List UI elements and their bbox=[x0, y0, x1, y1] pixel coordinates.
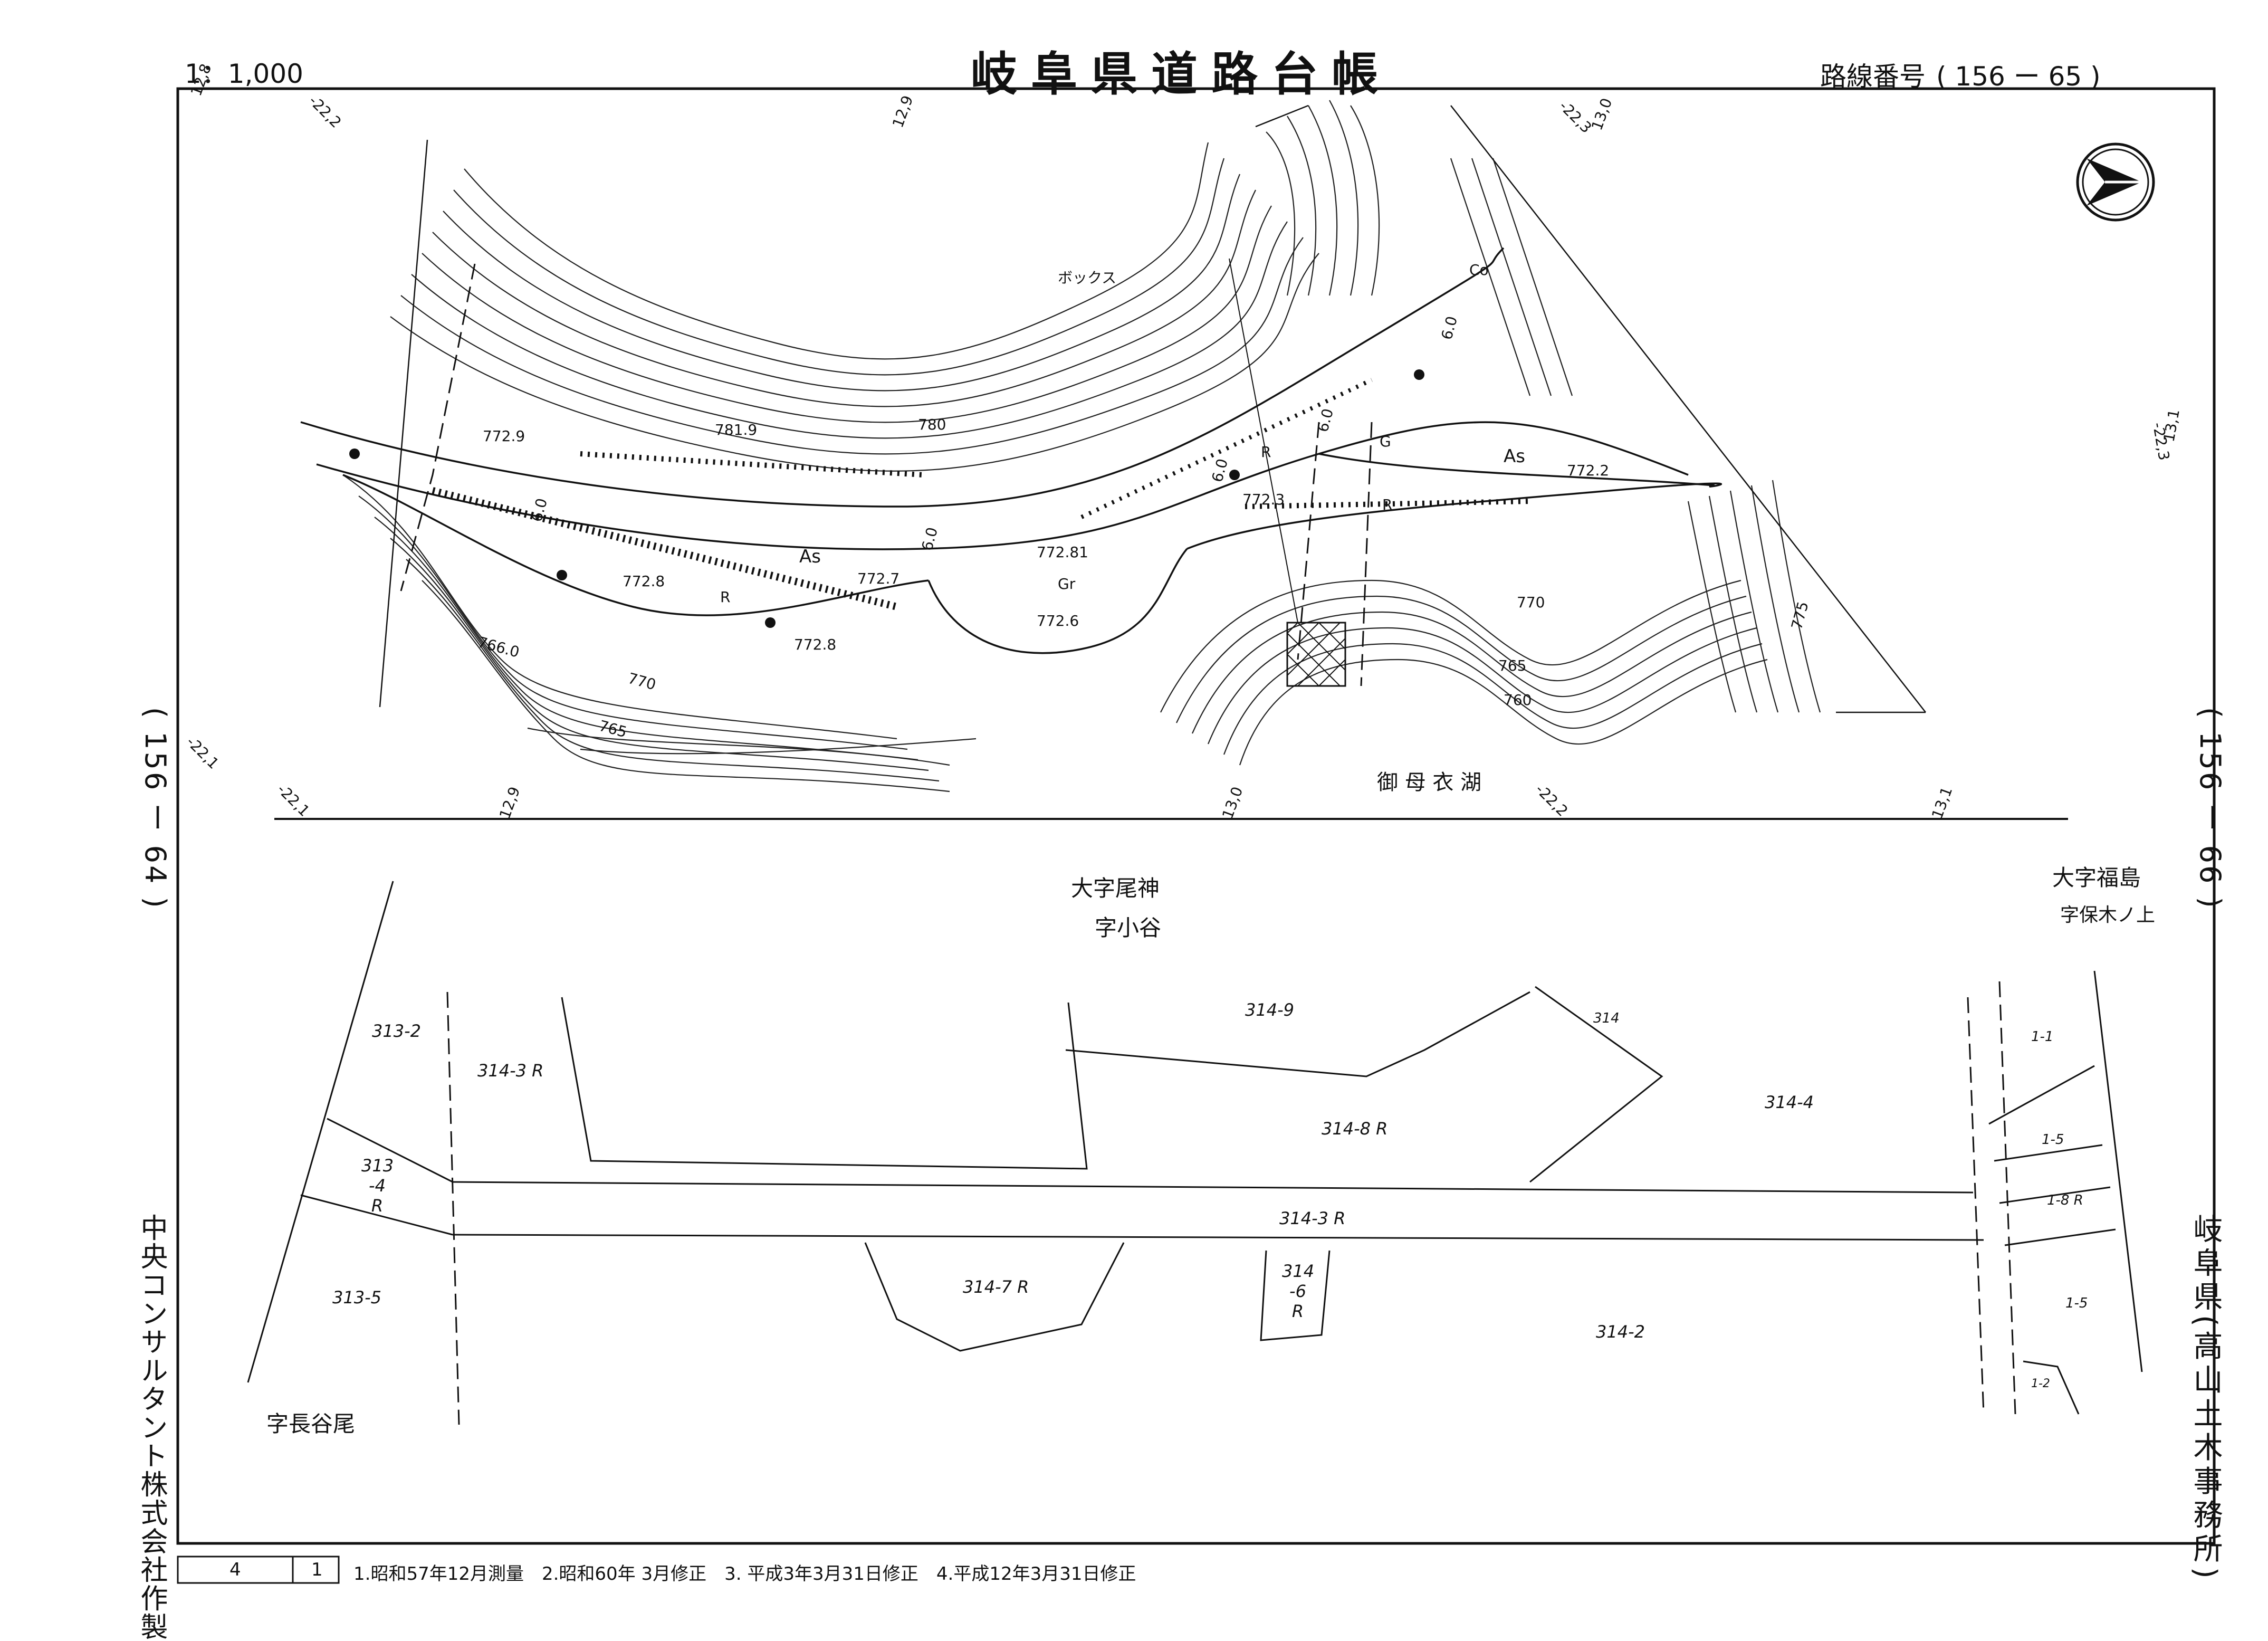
subdistrict-name: 字長谷尾 bbox=[266, 1411, 356, 1437]
subdistrict-name: 字保木ノ上 bbox=[2060, 904, 2156, 926]
parcel-label[interactable]: 1-5 bbox=[2065, 1295, 2088, 1311]
surface-label: R bbox=[1261, 443, 1271, 461]
utility-poles bbox=[349, 369, 1424, 628]
parcel-label[interactable]: 314-2 bbox=[1596, 1322, 1645, 1342]
contours-right bbox=[1160, 158, 1821, 766]
page-title: 岐阜県道路台帳 bbox=[971, 46, 1392, 101]
box-structure bbox=[1229, 258, 1346, 687]
parcel-label[interactable]: 314-9 bbox=[1245, 1000, 1294, 1020]
surface-label: As bbox=[799, 546, 821, 567]
parcel-label[interactable]: 314-7 R bbox=[963, 1277, 1029, 1297]
contour-label: 770 bbox=[1517, 594, 1545, 611]
surface-label: G bbox=[1380, 433, 1391, 450]
revision-history: 1.昭和57年12月測量 2.昭和60年 3月修正 3. 平成3年3月31日修正… bbox=[353, 1563, 1136, 1585]
parcel-label[interactable]: 313-5 bbox=[332, 1287, 381, 1308]
contours-lower-left bbox=[342, 474, 977, 793]
parcel-label[interactable]: 1-2 bbox=[2031, 1377, 2050, 1390]
lake-name: 御 母 衣 湖 bbox=[1377, 770, 1482, 795]
parcel-label[interactable]: 314 -6 R bbox=[1282, 1261, 1315, 1321]
surface-label: As bbox=[1504, 446, 1525, 467]
adjacent-sheet-left[interactable]: ( 156 ー 64 ) bbox=[139, 707, 172, 910]
parcel-label[interactable]: 314-3 R bbox=[1279, 1208, 1346, 1228]
parcel-label[interactable]: 1-8 R bbox=[2047, 1192, 2083, 1208]
surface-label: Gr bbox=[1058, 575, 1076, 593]
elevation-label: 772.3 bbox=[1242, 491, 1285, 508]
map-frame bbox=[176, 87, 2216, 1545]
parcel-label[interactable]: 314-4 bbox=[1765, 1092, 1814, 1112]
map-edges bbox=[379, 104, 1926, 713]
elevation-label: 772.7 bbox=[857, 570, 900, 587]
footer-box bbox=[177, 1556, 340, 1584]
district-name: 大字尾神 bbox=[1071, 875, 1160, 901]
contour-label: 765 bbox=[1498, 657, 1527, 674]
survey-lines bbox=[400, 263, 2016, 1425]
road-edges bbox=[300, 247, 1722, 654]
elevation-label: 772.8 bbox=[794, 636, 837, 653]
map-scale: 1：1,000 bbox=[185, 59, 303, 89]
subdistrict-name: 字小谷 bbox=[1095, 915, 1162, 941]
elevation-label: 780 bbox=[918, 416, 946, 433]
guard-rail-ticks bbox=[432, 378, 1530, 610]
surface-label: R bbox=[1382, 496, 1393, 513]
adjacent-sheet-right[interactable]: ( 156 ー 66 ) bbox=[2194, 707, 2227, 910]
parcel-label[interactable]: 1-1 bbox=[2031, 1029, 2054, 1045]
parcel-label[interactable]: 314 bbox=[1593, 1010, 1620, 1026]
parcel-label[interactable]: 1-5 bbox=[2042, 1132, 2064, 1148]
elevation-label: 772.2 bbox=[1567, 462, 1610, 479]
box-culvert-label: ボックス bbox=[1058, 269, 1117, 287]
elevation-label: 772.81 bbox=[1037, 543, 1088, 561]
office-credit: 岐阜県(高山土木事務所) bbox=[2188, 1214, 2223, 1583]
elevation-label: 781.9 bbox=[715, 421, 758, 438]
route-number-label: 路線番号 bbox=[1820, 61, 1926, 92]
district-name: 大字福島 bbox=[2052, 865, 2141, 891]
parcel-label[interactable]: 313-2 bbox=[372, 1021, 421, 1041]
parcel-lines bbox=[247, 881, 2143, 1415]
sheet-number: 4 bbox=[229, 1559, 241, 1580]
route-number: ( 156 ー 65 ) bbox=[1936, 61, 2101, 92]
parcel-label[interactable]: 314-8 R bbox=[1322, 1119, 1388, 1139]
north-arrow-icon bbox=[2076, 142, 2155, 222]
elevation-label: 772.9 bbox=[483, 427, 525, 445]
contour-label: 760 bbox=[1504, 691, 1532, 709]
contours-left bbox=[390, 100, 1380, 472]
map-drawing bbox=[176, 87, 2216, 1584]
parcel-label[interactable]: 314-3 R bbox=[477, 1061, 544, 1081]
maker-credit: 中央コンサルタント株式会社作製 bbox=[136, 1214, 167, 1641]
surface-label: R bbox=[720, 588, 731, 606]
elevation-label: 772.6 bbox=[1037, 612, 1079, 629]
elevation-label: 772.8 bbox=[623, 573, 665, 590]
parcel-label[interactable]: 313 -4 R bbox=[361, 1156, 394, 1216]
sheet-sub-number: 1 bbox=[311, 1559, 323, 1580]
surface-label: Co bbox=[1469, 261, 1489, 279]
